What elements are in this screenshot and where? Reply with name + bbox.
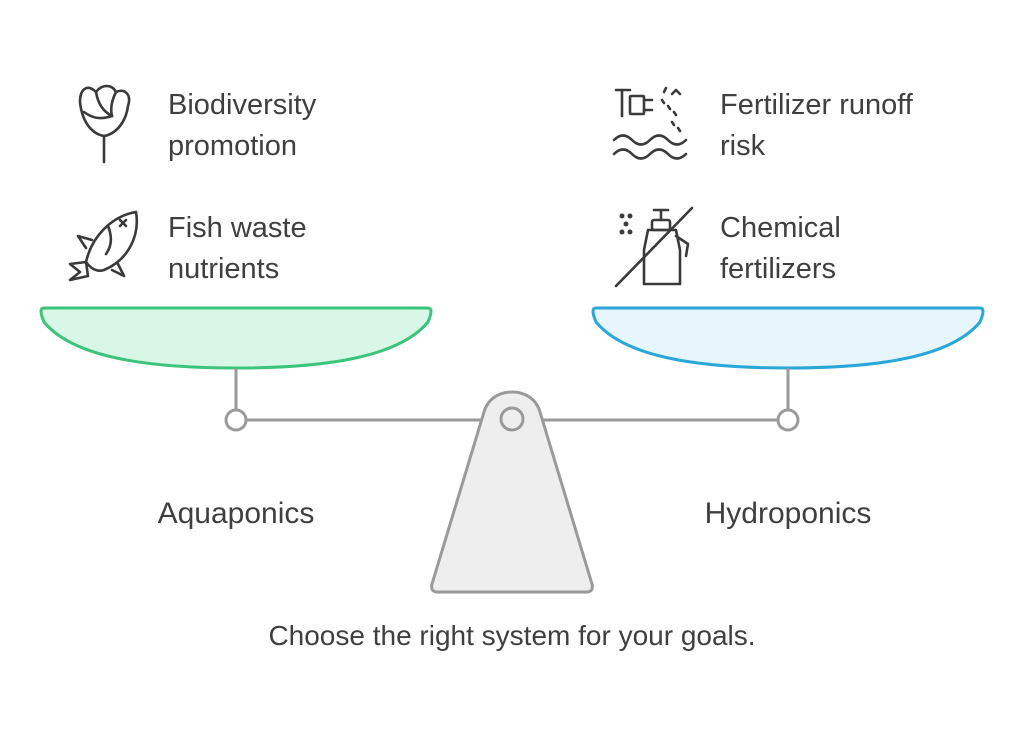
left-side-label: Aquaponics xyxy=(158,497,315,530)
rose-icon xyxy=(78,84,131,164)
right-item-chemical: Chemical fertilizers xyxy=(614,206,841,288)
scale-fulcrum xyxy=(430,390,594,594)
item-line2: fertilizers xyxy=(720,253,836,285)
no-spray-icon xyxy=(614,206,694,288)
item-line1: Fish waste xyxy=(168,212,307,244)
fulcrum-pivot xyxy=(499,406,525,432)
item-line2: promotion xyxy=(168,130,297,162)
right-side-label: Hydroponics xyxy=(705,497,872,530)
right-item-runoff: Fertilizer runoff risk xyxy=(612,86,914,162)
right-pan xyxy=(591,306,985,370)
item-line2: nutrients xyxy=(168,253,279,285)
item-line1: Fertilizer runoff xyxy=(720,89,914,121)
left-item-biodiversity: Biodiversity promotion xyxy=(78,84,317,164)
left-pan xyxy=(39,306,433,370)
item-line1: Chemical xyxy=(720,212,841,244)
item-line1: Biodiversity xyxy=(168,89,317,121)
left-pivot xyxy=(224,408,248,432)
left-item-fish-waste: Fish waste nutrients xyxy=(68,210,307,285)
item-line2: risk xyxy=(720,130,766,162)
caption: Choose the right system for your goals. xyxy=(268,620,755,651)
right-pivot xyxy=(776,408,800,432)
runoff-icon xyxy=(612,86,688,160)
fish-icon xyxy=(68,210,139,282)
